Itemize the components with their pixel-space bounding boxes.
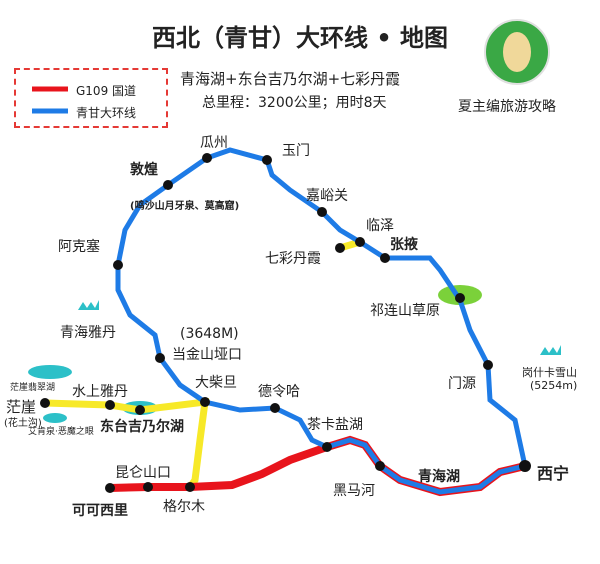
stop-dot[interactable] <box>380 253 390 263</box>
stop-dot[interactable] <box>322 442 332 452</box>
summary: 总里程：3200公里；用时8天 <box>202 95 387 111</box>
stop-dot[interactable] <box>105 400 115 410</box>
label-kekexili: 可可西里 <box>72 503 128 519</box>
stop-dot[interactable] <box>262 155 272 165</box>
brand: 夏主编旅游攻略 <box>458 99 556 115</box>
stop-dot[interactable] <box>113 260 123 270</box>
aixiquan-lake <box>43 413 67 423</box>
label-dongtai: 东台吉乃尔湖 <box>100 419 184 435</box>
page-title: 西北（青甘）大环线 • 地图 <box>151 24 449 52</box>
label-qinghaihu: 青海湖 <box>418 469 460 485</box>
stop-dot[interactable] <box>317 207 327 217</box>
stop-dot[interactable] <box>519 460 531 472</box>
label-gangshika: 岗什卡雪山 <box>522 366 577 379</box>
subtitle: 青海湖+东台吉乃尔湖+七彩丹霞 <box>180 70 401 88</box>
label-delingha: 德令哈 <box>258 384 300 400</box>
label-heimahe: 黑马河 <box>333 483 375 499</box>
stop-dot[interactable] <box>455 293 465 303</box>
feicui-lake <box>28 365 72 379</box>
stop-dot[interactable] <box>143 482 153 492</box>
stop-dot[interactable] <box>155 353 165 363</box>
mountain-icon <box>78 300 99 310</box>
label-danxia: 七彩丹霞 <box>265 251 321 267</box>
label-qilian: 祁连山草原 <box>370 303 440 319</box>
label-dunhuang-note: (鸣沙山月牙泉、莫高窟) <box>130 201 240 212</box>
stop-dot[interactable] <box>270 403 280 413</box>
logo <box>484 19 550 85</box>
label-linze: 临泽 <box>366 218 394 234</box>
legend <box>14 68 168 128</box>
label-menyuan: 门源 <box>448 376 476 392</box>
label-dangjin: 当金山垭口 <box>172 347 242 363</box>
label-feicui: 茫崖翡翠湖 <box>10 383 56 393</box>
label-mangya-note: (花土沟) <box>4 418 42 429</box>
label-chaka: 茶卡盐湖 <box>307 417 363 433</box>
label-mangya: 茫崖 <box>6 398 37 416</box>
label-kunlun: 昆仑山口 <box>115 465 171 481</box>
label-dachaidan: 大柴旦 <box>195 375 237 391</box>
red-route <box>109 435 526 497</box>
label-zhangye: 张掖 <box>390 237 418 253</box>
stop-dot[interactable] <box>135 405 145 415</box>
mountain-icon <box>540 345 561 355</box>
legend-g109: G109 国道 <box>76 84 137 98</box>
stop-dot[interactable] <box>105 483 115 493</box>
label-yardang: 青海雅丹 <box>60 325 116 341</box>
label-gangshika-alt: (5254m) <box>530 379 578 392</box>
label-dangjin-alt: (3648M) <box>180 326 239 342</box>
stop-dot[interactable] <box>202 153 212 163</box>
blue-route <box>115 147 528 495</box>
stop-dot[interactable] <box>355 237 365 247</box>
stop-dot[interactable] <box>200 397 210 407</box>
label-guazhou: 瓜州 <box>200 135 228 151</box>
label-jiayuguan: 嘉峪关 <box>306 188 348 204</box>
stop-dots <box>40 153 531 493</box>
label-akesai: 阿克塞 <box>58 239 100 255</box>
stop-dot[interactable] <box>483 360 493 370</box>
stop-dot[interactable] <box>335 243 345 253</box>
stop-dot[interactable] <box>40 398 50 408</box>
label-yumen: 玉门 <box>282 143 310 159</box>
stop-dot[interactable] <box>163 180 173 190</box>
label-shuishang: 水上雅丹 <box>72 384 128 400</box>
stop-dot[interactable] <box>185 482 195 492</box>
label-aixiquan: 艾肯泉·恶魔之眼 <box>28 427 94 437</box>
label-xining: 西宁 <box>537 464 570 483</box>
legend-loop: 青甘大环线 <box>76 106 137 120</box>
label-golmud: 格尔木 <box>163 499 205 515</box>
label-dunhuang: 敦煌 <box>130 162 158 178</box>
stop-dot[interactable] <box>375 461 385 471</box>
